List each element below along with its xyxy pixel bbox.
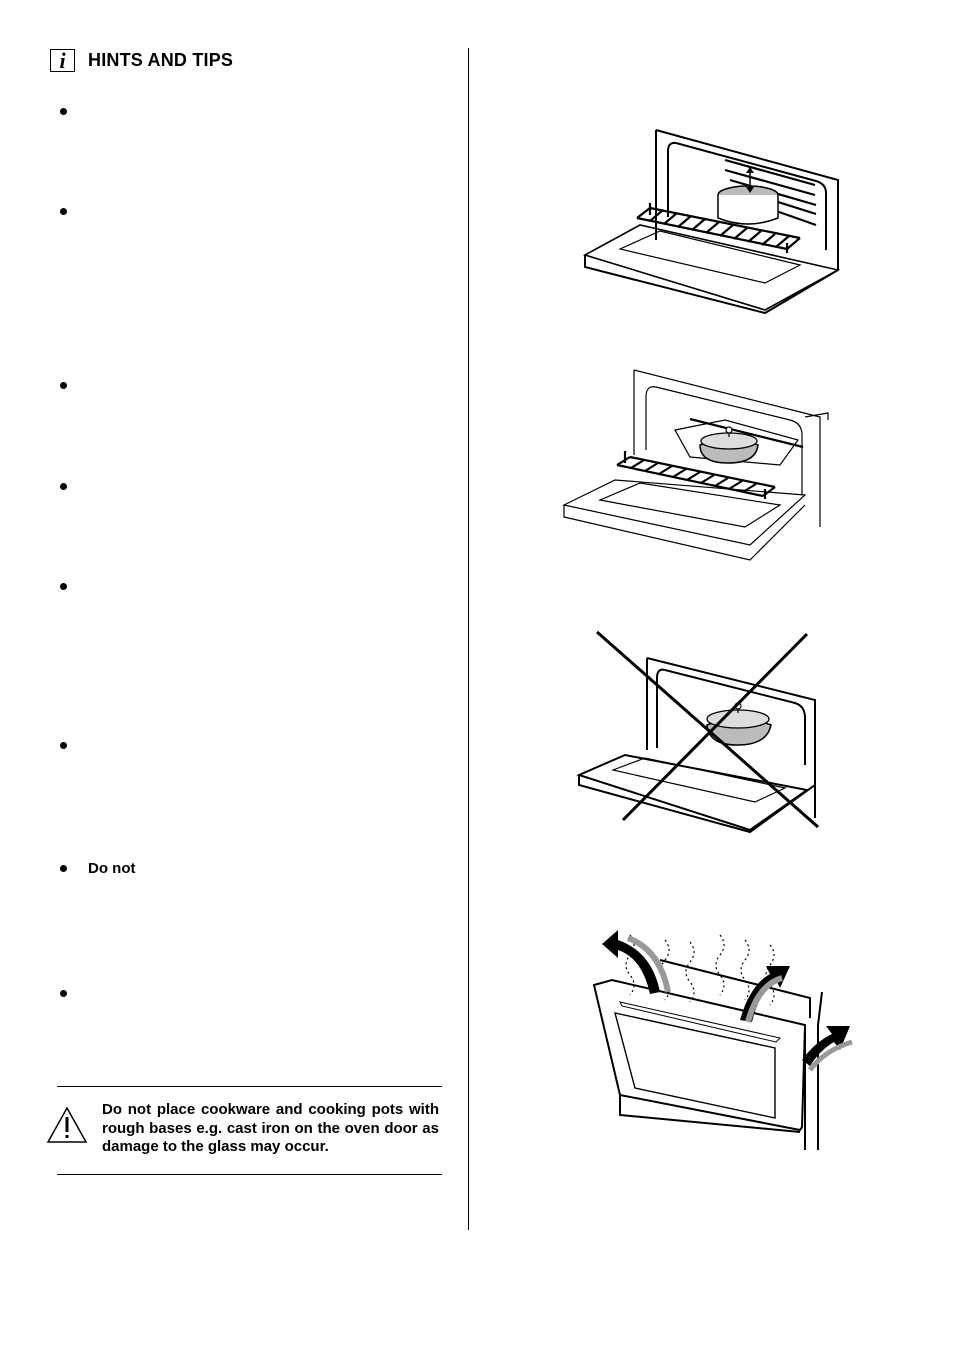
bullet-point <box>60 108 67 115</box>
warning-triangle-icon <box>46 1106 88 1143</box>
oven-pot-on-shelf-illustration <box>582 129 841 315</box>
column-divider <box>468 48 469 1230</box>
bullet-point <box>60 990 67 997</box>
bullet-point <box>60 583 67 590</box>
bullet-point <box>60 742 67 749</box>
bullet-point <box>60 865 67 872</box>
warning-bottom-rule <box>57 1174 442 1175</box>
bullet-text: Do not <box>88 860 136 877</box>
bullet-point <box>60 382 67 389</box>
section-heading: HINTS AND TIPS <box>88 50 234 70</box>
bullet-point <box>60 483 67 490</box>
warning-text: Do not place cookware and cooking pots w… <box>102 1101 439 1155</box>
casserole-on-open-door-crossed-illustration <box>576 630 819 834</box>
door-steam-release-illustration <box>592 930 853 1150</box>
warning-top-rule <box>57 1086 442 1087</box>
oven-casserole-on-shelf-illustration <box>562 369 829 561</box>
bullet-point <box>60 208 67 215</box>
info-icon: i <box>50 49 75 72</box>
